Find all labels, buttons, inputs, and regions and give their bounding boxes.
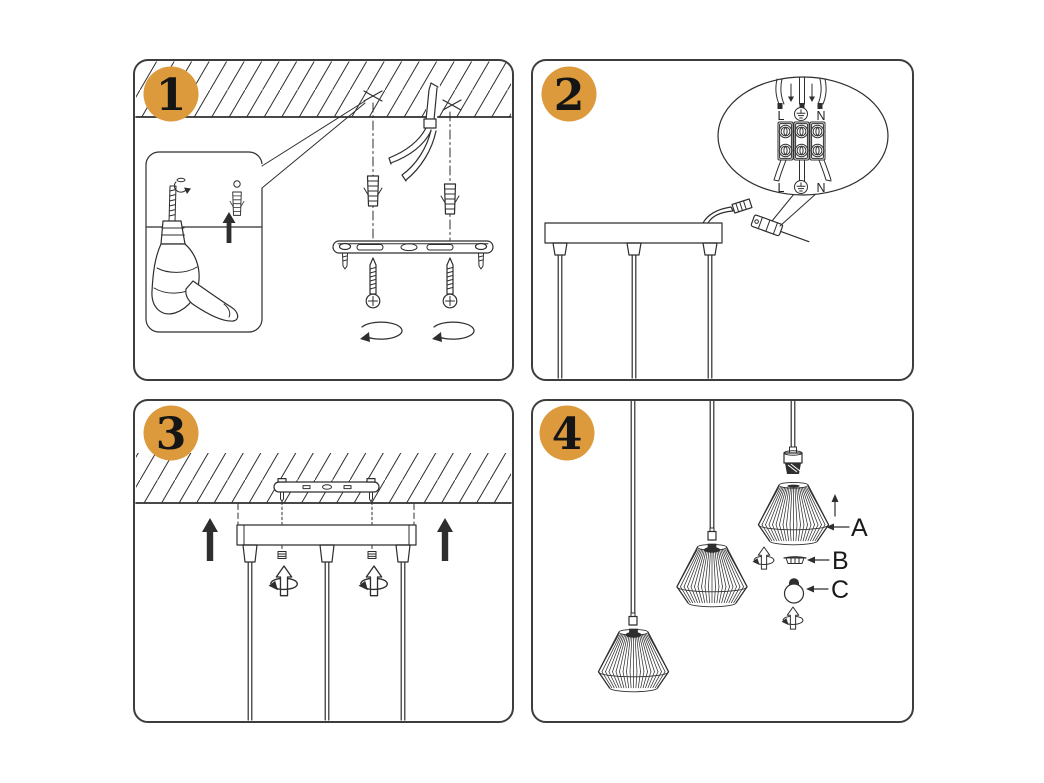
part-label-B: B <box>807 547 849 575</box>
step-badge-2: 2 <box>541 66 597 122</box>
wire-cage-shade <box>676 543 748 608</box>
step-badge-4: 4 <box>539 405 595 461</box>
wire-cage-shade <box>597 628 670 693</box>
fixing-screw-icon <box>365 257 381 309</box>
rotation-arrow-icon <box>267 565 298 597</box>
drill-icon <box>151 177 239 322</box>
panel-step-3: 3 <box>135 405 512 721</box>
rotation-arrow-icon <box>431 321 475 343</box>
canopy-screw-left <box>277 478 287 502</box>
alignment-dashes-inner <box>281 501 373 552</box>
lift-arrow-icon <box>437 518 453 561</box>
label-neutral-bottom: N <box>816 181 825 195</box>
rotation-arrow-icon <box>752 546 775 570</box>
part-label-C: C <box>806 576 849 604</box>
drill-callout <box>145 100 366 333</box>
step-number: 3 <box>156 409 187 460</box>
lift-arrow-icon <box>202 518 218 561</box>
panel-1-frame <box>133 59 514 381</box>
pendant-lamp-exploded <box>757 401 839 546</box>
earth-ground-icon <box>794 180 808 194</box>
pendant-cords <box>552 242 718 379</box>
up-arrow-small <box>831 494 839 517</box>
rotation-arrow-icon <box>781 606 804 630</box>
bulb-icon <box>783 578 805 604</box>
canopy-plate <box>544 222 723 244</box>
wall-anchor-icon <box>363 175 383 207</box>
pendant-lamp-left <box>597 401 670 693</box>
fixing-screw-icon <box>442 257 458 309</box>
ceiling-hatch <box>136 453 511 503</box>
panel-3-frame <box>133 399 514 723</box>
label-live-top: L <box>778 109 785 123</box>
grub-screw <box>277 551 377 559</box>
panel-step-2: L N L N 2 <box>541 66 889 379</box>
terminal-block <box>777 121 826 161</box>
earth-ground-icon <box>794 107 808 121</box>
rotation-arrow-icon <box>359 321 403 343</box>
alignment-dashes-outer <box>237 503 415 525</box>
panel-4-frame <box>531 399 914 723</box>
svg-text:C: C <box>831 576 849 604</box>
bracket-screw-left <box>338 242 352 270</box>
ceiling-hatch <box>136 61 511 117</box>
terminal-block-side <box>750 214 810 243</box>
drill-mark-x-left <box>363 90 383 102</box>
pendant-lamp-middle <box>676 401 748 608</box>
step-number: 4 <box>552 409 583 460</box>
step-badge-1: 1 <box>143 66 199 122</box>
label-live-bottom: L <box>778 181 785 195</box>
canopy-screw-right <box>366 478 376 502</box>
callout-anchor-and-hole <box>222 180 245 243</box>
wire-cage-shade-A <box>757 481 830 546</box>
shade-ring-part <box>783 556 807 564</box>
step-badge-3: 3 <box>143 405 199 461</box>
part-label-A: A <box>826 514 868 542</box>
step-number: 1 <box>156 70 187 121</box>
drill-mark-x-right <box>442 99 462 111</box>
panel-step-1: 1 <box>135 61 512 343</box>
panel-step-4: A B C 4 <box>539 401 868 693</box>
mains-wires <box>388 82 440 182</box>
svg-text:B: B <box>832 547 849 575</box>
pendant-cords <box>242 544 411 721</box>
svg-text:A: A <box>851 514 868 542</box>
rotation-arrow-icon <box>357 565 388 597</box>
bracket-screw-right <box>474 242 488 270</box>
push-up-arrow-icon <box>222 212 236 243</box>
mounting-bracket <box>332 240 494 270</box>
wiring-callout: L N L N <box>717 76 889 227</box>
wall-anchor-icon <box>440 183 460 215</box>
step-number: 2 <box>554 70 585 121</box>
terminal-assembly <box>702 198 810 243</box>
canopy-plate <box>236 524 417 546</box>
mounted-bracket <box>273 478 380 502</box>
incoming-wires <box>775 76 827 109</box>
panel-2-frame <box>531 59 914 381</box>
label-neutral-top: N <box>816 109 825 123</box>
lamp-socket <box>783 446 803 474</box>
